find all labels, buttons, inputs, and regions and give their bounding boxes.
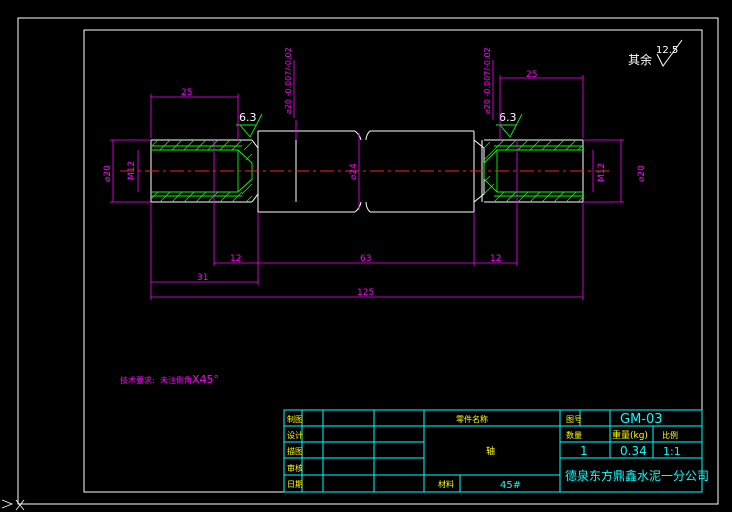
row-label-5: 日期 xyxy=(287,480,303,489)
row-label-1: 制图 xyxy=(287,414,303,424)
tech-note-chamfer: X45° xyxy=(192,373,219,386)
company-name: 德泉东方鼎鑫水泥一分公司 xyxy=(565,468,709,483)
drawing-no: GM-03 xyxy=(620,412,663,427)
dim-left-od: ⌀20 xyxy=(103,165,113,182)
roughness-check-icon xyxy=(656,39,683,67)
qty-value: 1 xyxy=(580,444,588,458)
dim-middle: 63 xyxy=(360,254,371,264)
dim-right-od: ⌀20 xyxy=(637,165,647,182)
roughness-check-icon xyxy=(239,113,263,138)
ucs-icon xyxy=(1,499,25,511)
inner-frame xyxy=(83,29,703,493)
title-block: 制图 设计 描图 审核 日期 零件名称 轴 材料 45# 图号 GM-03 数量… xyxy=(283,409,709,493)
dim-journal-right: ⌀20 -0.007/-0.02 xyxy=(483,47,492,114)
roughness-check-icon xyxy=(499,113,523,138)
local-roughness-value: 6.3 xyxy=(499,111,517,124)
local-roughness-value: 6.3 xyxy=(239,111,257,124)
dim-left-shoulder: 12 xyxy=(230,254,241,264)
dim-right-length: 25 xyxy=(526,70,537,80)
outer-frame xyxy=(17,17,719,505)
shaft-outline xyxy=(150,130,584,213)
row-label-2: 设计 xyxy=(287,430,303,440)
roughness-symbol-left: 6.3 xyxy=(236,111,263,138)
dim-left-total: 31 xyxy=(197,273,208,283)
weight-value: 0.34 xyxy=(620,444,647,458)
dim-journal-left: ⌀20 -0.007/-0.02 xyxy=(284,47,293,114)
right-tapped-hole xyxy=(483,139,584,203)
row-label-4: 审核 xyxy=(287,463,303,473)
dim-right-shoulder: 12 xyxy=(490,254,501,264)
dimensions: 25 25 ⌀20 -0.007/-0.02 ⌀20 -0.007/-0.02 … xyxy=(103,47,647,300)
tech-note-text: 未注倒角 xyxy=(160,375,192,385)
material: 45# xyxy=(500,480,521,491)
drawing-no-label: 图号 xyxy=(566,415,582,424)
left-tapped-hole xyxy=(150,139,253,203)
part-name-header: 零件名称 xyxy=(456,414,488,424)
dim-left-length: 25 xyxy=(181,88,192,98)
scale-value: 1:1 xyxy=(663,445,681,458)
dim-center: ⌀24 xyxy=(349,163,359,180)
dim-overall: 125 xyxy=(357,288,374,298)
roughness-value: 12.5 xyxy=(656,45,678,56)
material-label: 材料 xyxy=(438,479,454,489)
tech-note: 技术要求: 未注倒角 X45° xyxy=(120,373,219,386)
qty-label: 数量 xyxy=(566,430,582,440)
dim-left-thread: M12 xyxy=(127,161,137,180)
general-roughness-symbol: 其余 12.5 xyxy=(628,39,683,67)
row-label-3: 描图 xyxy=(287,446,303,456)
roughness-symbol-right: 6.3 xyxy=(496,111,523,138)
part-name: 轴 xyxy=(486,445,495,457)
tech-note-label: 技术要求: xyxy=(120,375,155,385)
roughness-label: 其余 xyxy=(628,52,652,67)
scale-label: 比例 xyxy=(662,430,678,440)
dim-right-thread: M12 xyxy=(597,163,607,182)
weight-label: 重量(kg) xyxy=(612,429,648,441)
